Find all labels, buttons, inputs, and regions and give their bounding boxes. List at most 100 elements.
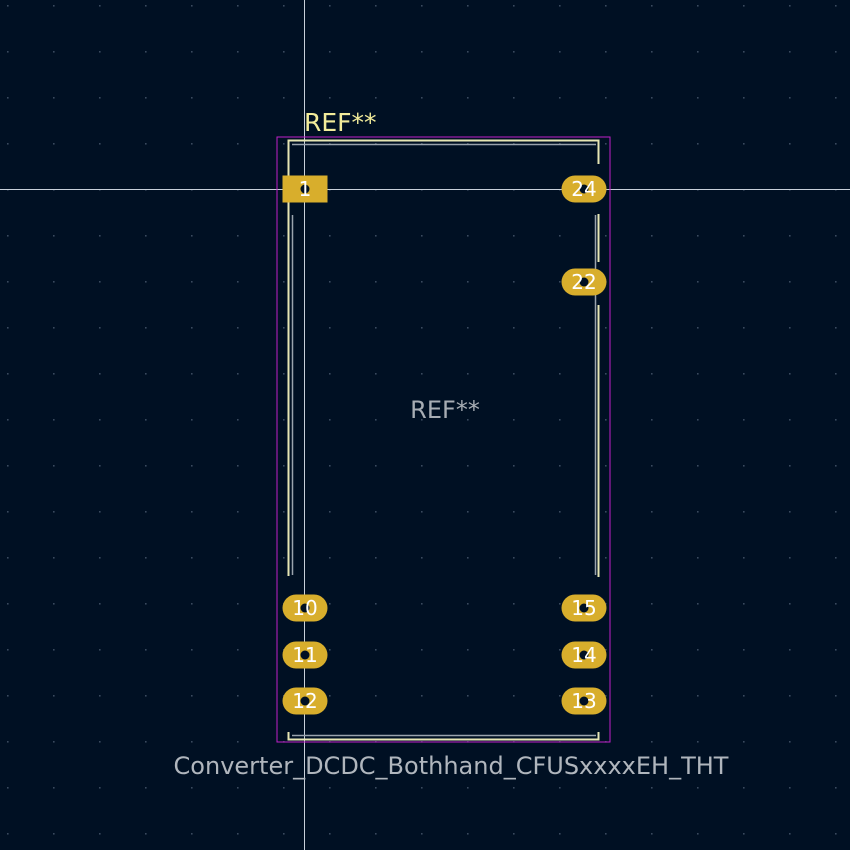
grid-dot — [329, 649, 331, 651]
grid-dot — [145, 833, 147, 835]
footprint-value-label[interactable]: Converter_DCDC_Bothhand_CFUSxxxxEH_THT — [174, 752, 729, 780]
grid-dot — [375, 603, 377, 605]
grid-dot — [697, 51, 699, 53]
pad-1[interactable]: 1 — [282, 175, 328, 203]
grid-dot — [191, 5, 193, 7]
pad-15[interactable]: 15 — [561, 594, 607, 622]
grid-dot — [835, 603, 837, 605]
pad-drill-hole — [579, 696, 589, 706]
silkscreen-top-segment — [287, 139, 600, 576]
grid-dot — [237, 787, 239, 789]
grid-dot — [421, 281, 423, 283]
grid-dot — [743, 373, 745, 375]
grid-dot — [145, 281, 147, 283]
grid-dot — [467, 695, 469, 697]
grid-dot — [283, 787, 285, 789]
grid-dot — [283, 419, 285, 421]
grid-dot — [145, 419, 147, 421]
grid-dot — [559, 649, 561, 651]
grid-dot — [145, 97, 147, 99]
grid-dot — [7, 97, 9, 99]
grid-dot — [7, 465, 9, 467]
grid-dot — [375, 465, 377, 467]
grid-dot — [53, 235, 55, 237]
grid-dot — [99, 281, 101, 283]
grid-dot — [7, 603, 9, 605]
grid-dot — [789, 603, 791, 605]
grid-dot — [7, 143, 9, 145]
grid-dot — [835, 787, 837, 789]
grid-dot — [99, 649, 101, 651]
grid-dot — [559, 465, 561, 467]
pad-number-label: 1 — [299, 177, 312, 201]
courtyard-outline[interactable] — [276, 136, 611, 743]
pad-22[interactable]: 22 — [561, 268, 607, 296]
grid-dot — [53, 741, 55, 743]
grid-dot — [329, 51, 331, 53]
grid-dot — [513, 649, 515, 651]
pad-drill-hole — [579, 277, 589, 287]
grid-dot — [651, 327, 653, 329]
grid-dot — [145, 5, 147, 7]
grid-dot — [789, 373, 791, 375]
grid-dot — [789, 695, 791, 697]
grid-dot — [283, 51, 285, 53]
grid-dot — [283, 373, 285, 375]
grid-dot — [513, 695, 515, 697]
grid-dots — [7, 5, 837, 835]
grid-dot — [697, 235, 699, 237]
grid-dot — [237, 5, 239, 7]
grid-dot — [743, 603, 745, 605]
pad-14[interactable]: 14 — [561, 641, 607, 669]
grid-dot — [7, 511, 9, 513]
grid-dot — [375, 557, 377, 559]
grid-dot — [237, 235, 239, 237]
grid-dot — [375, 281, 377, 283]
pad-12[interactable]: 12 — [282, 687, 328, 715]
grid-dot — [605, 649, 607, 651]
grid-dot — [329, 327, 331, 329]
pad-13[interactable]: 13 — [561, 687, 607, 715]
grid-dot — [697, 511, 699, 513]
grid-dot — [191, 833, 193, 835]
grid-dot — [605, 465, 607, 467]
grid-dot — [99, 235, 101, 237]
pad-10[interactable]: 10 — [282, 594, 328, 622]
grid-dot — [329, 695, 331, 697]
pad-11[interactable]: 11 — [282, 641, 328, 669]
grid-dot — [697, 695, 699, 697]
grid-dot — [743, 833, 745, 835]
pad-24[interactable]: 24 — [561, 175, 607, 203]
grid-dot — [467, 51, 469, 53]
grid-dot — [53, 695, 55, 697]
grid-dot — [743, 741, 745, 743]
grid-dot — [743, 281, 745, 283]
reference-fab-label[interactable]: REF** — [410, 396, 480, 424]
grid-dot — [467, 465, 469, 467]
grid-dot — [513, 281, 515, 283]
grid-dot — [53, 143, 55, 145]
grid-dot — [651, 465, 653, 467]
grid-dot — [467, 557, 469, 559]
grid-dot — [651, 97, 653, 99]
grid-dot — [835, 327, 837, 329]
grid-dot — [237, 97, 239, 99]
grid-dot — [7, 741, 9, 743]
reference-silkscreen-label[interactable]: REF** — [304, 108, 377, 137]
pads-group[interactable]: 1 24 22 10 15 11 14 12 13 — [282, 175, 607, 715]
silkscreen-outline[interactable] — [287, 139, 600, 741]
grid-dot — [835, 695, 837, 697]
grid-dot — [145, 51, 147, 53]
grid-dot — [605, 511, 607, 513]
grid-dot — [789, 51, 791, 53]
grid-dot — [7, 833, 9, 835]
grid-dot — [605, 5, 607, 7]
grid-dot — [99, 511, 101, 513]
grid-dot — [421, 97, 423, 99]
grid-dot — [191, 51, 193, 53]
grid-dot — [99, 603, 101, 605]
grid-dot — [697, 373, 699, 375]
grid-dot — [99, 419, 101, 421]
grid-dot — [467, 235, 469, 237]
